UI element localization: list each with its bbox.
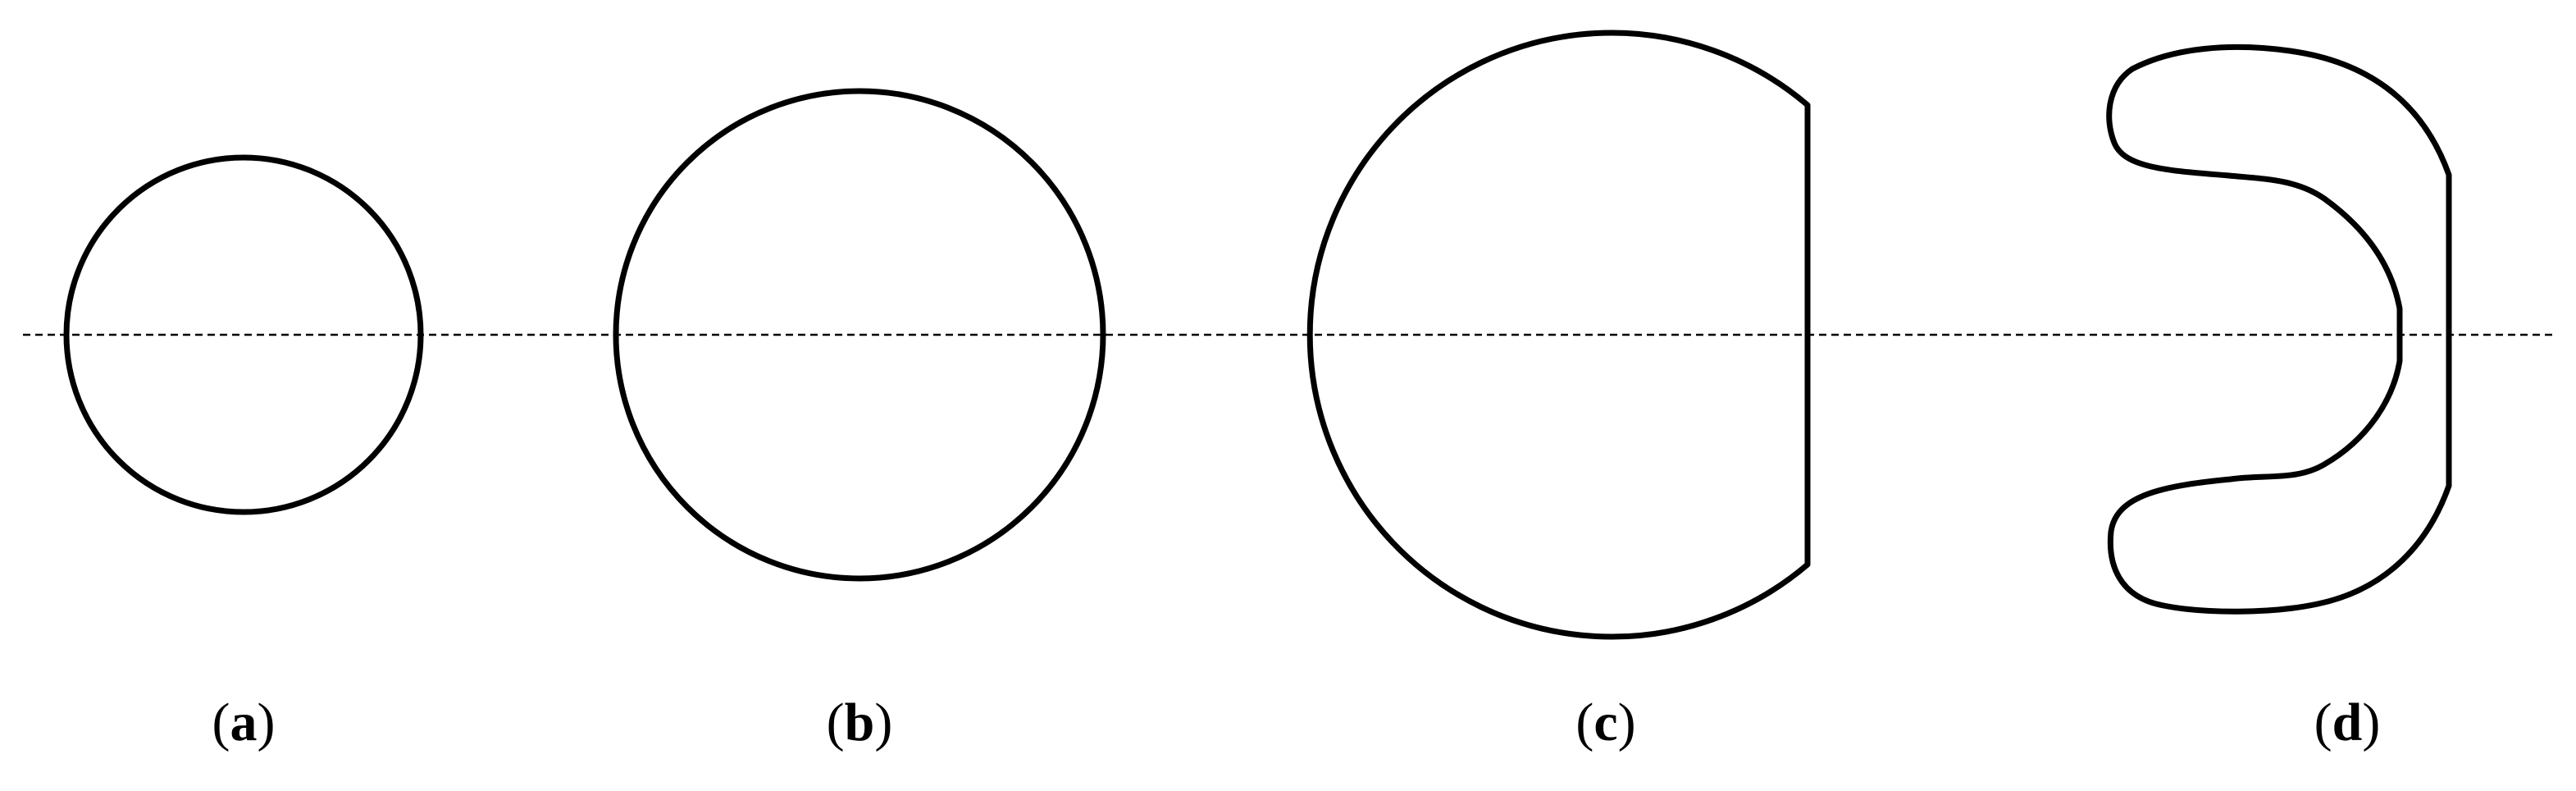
panel-label-c-letter: c xyxy=(1593,693,1618,752)
panel-label-a-open-paren: ( xyxy=(212,693,230,752)
shape-d-crescent-profile xyxy=(2106,43,2452,615)
shape-a-small-circle xyxy=(63,154,424,515)
panel-label-d-open-paren: ( xyxy=(2314,693,2332,752)
panel-label-a-letter: a xyxy=(230,693,258,752)
shape-c-truncated-circle xyxy=(1306,30,1811,640)
panel-label-b-letter: b xyxy=(844,693,875,752)
panel-label-b: (b) xyxy=(777,686,941,760)
panel-label-a: (a) xyxy=(162,686,326,760)
shape-b-large-circle xyxy=(613,88,1106,582)
panel-label-d-letter: d xyxy=(2332,693,2363,752)
panel-label-b-open-paren: ( xyxy=(826,693,845,752)
panel-label-b-close-paren: ) xyxy=(874,693,893,752)
panel-label-d-close-paren: ) xyxy=(2362,693,2381,752)
panel-label-a-close-paren: ) xyxy=(257,693,276,752)
panel-label-d: (d) xyxy=(2265,686,2429,760)
panel-label-c-close-paren: ) xyxy=(1617,693,1636,752)
panel-label-c: (c) xyxy=(1524,686,1688,760)
panel-label-c-open-paren: ( xyxy=(1575,693,1594,752)
